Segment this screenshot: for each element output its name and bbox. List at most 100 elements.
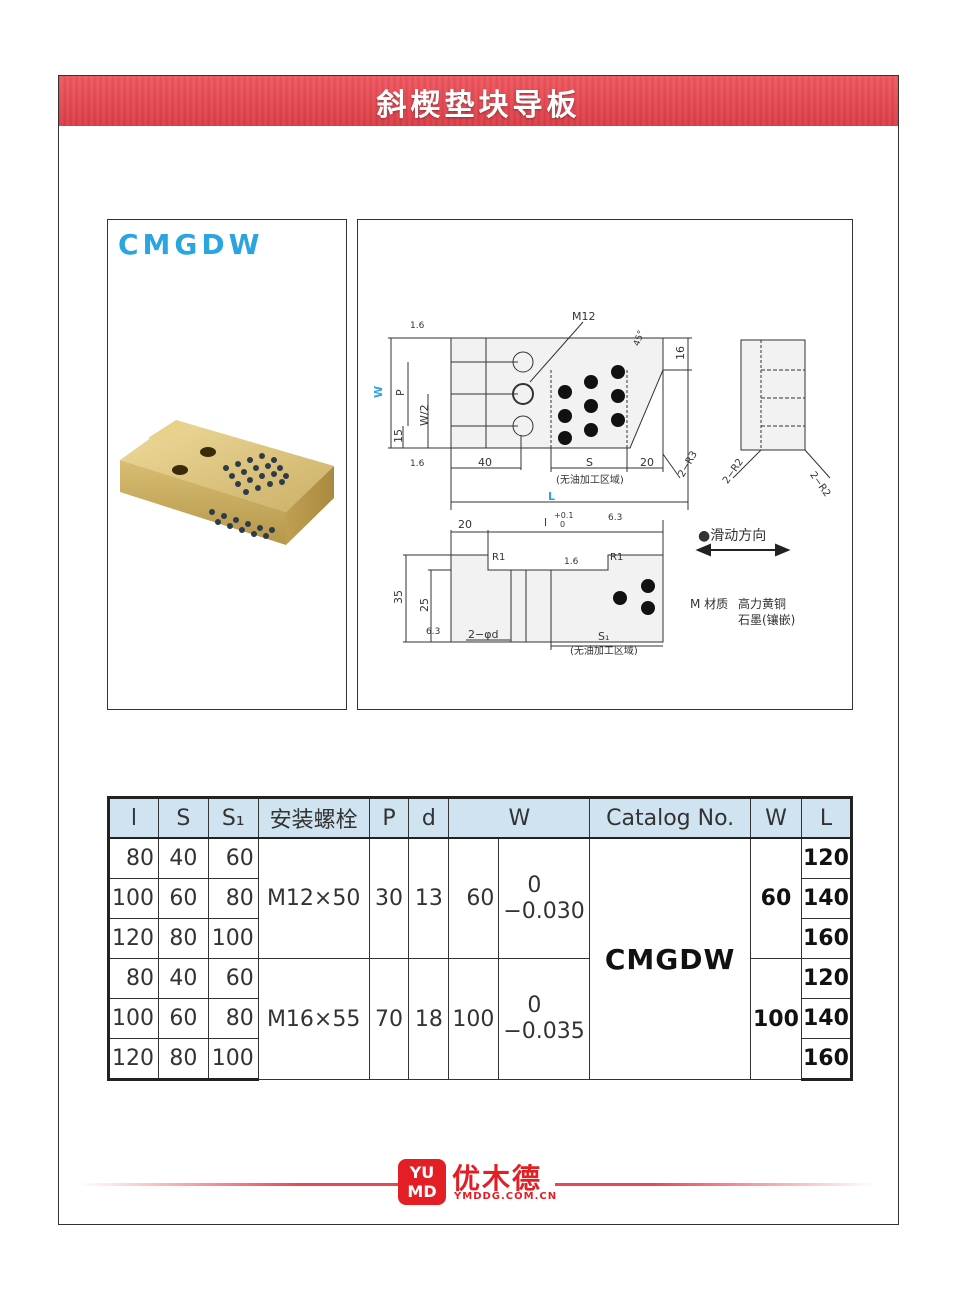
cell-l: 100: [107, 878, 159, 919]
cell-p: 70: [368, 958, 410, 1080]
page-title: 斜楔垫块导板: [376, 88, 581, 123]
brand-name: 优木德: [452, 1162, 543, 1195]
table-row: 100 60 80 140: [107, 878, 854, 919]
cell-length: 140: [800, 878, 854, 919]
label-s1: S₁: [598, 630, 609, 643]
label-35: 35: [392, 590, 405, 604]
material-label: M 材质: [690, 597, 728, 611]
cell-w-out: 60: [750, 837, 802, 959]
cell-l: 120: [107, 918, 159, 959]
cell-s: 40: [157, 958, 209, 999]
cell-w-tolerance: 0 −0.035: [498, 958, 591, 1080]
rough-d: 6.3: [426, 627, 440, 637]
cell-s: 60: [157, 998, 209, 1039]
cell-s: 60: [157, 878, 209, 919]
cell-length: 160: [800, 1038, 854, 1081]
label-20: 20: [640, 456, 654, 469]
brand-url: YMDDG.COM.CN: [454, 1191, 558, 1202]
cell-length: 160: [800, 918, 854, 959]
spec-table: l S S₁ 安装螺栓 P d W Catalog No. W L 80 40 …: [107, 796, 854, 1081]
col-header-p: P: [368, 796, 410, 839]
label-r3: 2−R3: [676, 449, 700, 479]
logo-top-text: YU: [409, 1163, 435, 1182]
cell-catalog-no: CMGDW: [589, 837, 751, 1080]
col-header-w: W: [448, 796, 591, 839]
cell-length: 120: [800, 837, 854, 879]
label-hole-d: 2−φd: [468, 628, 498, 641]
cell-s1: 80: [207, 878, 259, 919]
col-header-catalog: Catalog No.: [589, 796, 751, 839]
label-tol-plus: +0.1: [554, 511, 573, 520]
cell-w-tolerance: 0 −0.030: [498, 837, 591, 959]
label-16: 16: [674, 346, 687, 360]
slide-direction-label: ●滑动方向: [698, 527, 766, 544]
table-row: 120 80 100 160: [107, 918, 854, 959]
label-s: S: [586, 456, 593, 469]
slide-direction-arrow: [695, 543, 791, 557]
cell-s1: 60: [207, 958, 259, 999]
cell-bolt: M16×55: [257, 958, 370, 1080]
label-r1-b: R1: [610, 552, 623, 563]
table-row: 80 40 60 M16×55 70 18 100 0 −0.035 100 1…: [107, 958, 854, 1080]
col-header-s1: S₁: [207, 796, 259, 839]
rough-a: 1.6: [410, 321, 425, 331]
product-photo: [120, 420, 334, 545]
col-header-w-out: W: [750, 796, 802, 839]
rough-c: 1.6: [564, 557, 579, 567]
table-row: 100 60 80 140: [107, 998, 854, 1039]
label-r2-b: 2−R2: [807, 470, 832, 499]
material-value-2: 石墨(镶嵌): [738, 612, 795, 627]
table-row: 120 80 100 160: [107, 1038, 854, 1081]
cell-l: 100: [107, 998, 159, 1039]
cell-s1: 80: [207, 998, 259, 1039]
label-tol-zero: 0: [560, 520, 565, 529]
cell-l: 120: [107, 1038, 159, 1081]
tol-upper: 0: [527, 872, 542, 898]
front-view: [403, 520, 664, 650]
label-r1-a: R1: [492, 552, 505, 563]
cell-d: 18: [408, 958, 450, 1080]
side-view: [732, 339, 831, 479]
tol-upper: 0: [527, 993, 542, 1018]
cell-w: 100: [448, 958, 500, 1080]
tol-lower: −0.030: [503, 898, 585, 924]
material-value-1: 高力黄铜: [738, 596, 786, 611]
label-l: L: [548, 490, 555, 503]
label-l-small: l: [544, 516, 547, 529]
label-20-b: 20: [458, 518, 472, 531]
label-r2-a: 2−R2: [721, 457, 746, 486]
technical-drawing: M12 W P W/2 15 16 40 S 20 (无油加工区域) L 2−R…: [372, 310, 832, 657]
label-15: 15: [392, 429, 405, 443]
label-p: P: [394, 389, 407, 396]
col-header-s: S: [157, 796, 209, 839]
cell-w: 60: [448, 837, 500, 959]
cell-length: 140: [800, 998, 854, 1039]
col-header-l-length: L: [800, 796, 854, 839]
title-banner: 斜楔垫块导板: [59, 76, 898, 129]
brand-logo: YU MD: [398, 1159, 446, 1205]
product-image-panel: CMGDW: [107, 219, 347, 710]
col-header-bolt: 安装螺栓: [257, 796, 370, 839]
label-w-half: W/2: [418, 404, 431, 426]
label-w: W: [372, 386, 385, 398]
rough-e: 6.3: [608, 513, 622, 523]
product-model-title: CMGDW: [118, 228, 264, 261]
table-header-row: l S S₁ 安装螺栓 P d W Catalog No. W L: [107, 796, 854, 839]
cell-bolt: M12×50: [257, 837, 370, 959]
footer-divider-left: [80, 1183, 398, 1186]
footer-divider-right: [555, 1183, 875, 1186]
logo-bottom-text: MD: [407, 1182, 437, 1201]
top-view: [388, 321, 692, 510]
col-header-l: l: [107, 796, 159, 839]
col-header-d: d: [408, 796, 450, 839]
cell-l: 80: [107, 837, 159, 879]
cell-s: 40: [157, 837, 209, 879]
table-row: 80 40 60 M12×50 30 13 60 0 −0.030 CMGDW …: [107, 837, 854, 1080]
technical-drawing-panel: M12 W P W/2 15 16 40 S 20 (无油加工区域) L 2−R…: [357, 219, 853, 710]
cell-s1: 100: [207, 918, 259, 959]
cell-l: 80: [107, 958, 159, 999]
cell-s1: 60: [207, 837, 259, 879]
cell-s1: 100: [207, 1038, 259, 1081]
label-m12: M12: [572, 310, 596, 323]
cell-d: 13: [408, 837, 450, 959]
